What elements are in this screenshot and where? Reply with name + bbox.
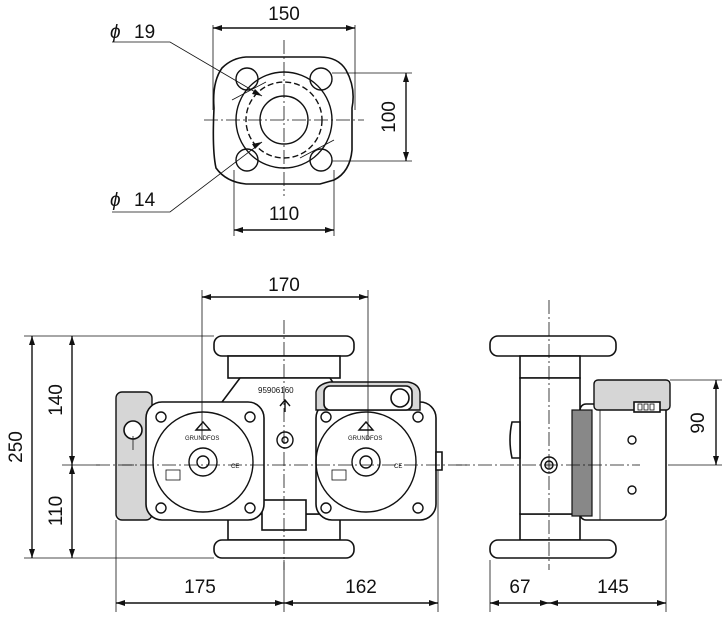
hole-19-label: 19	[134, 22, 155, 43]
dim-145-label: 145	[597, 577, 629, 598]
dim-140-label: 140	[46, 384, 67, 416]
dim-67-label: 67	[509, 577, 530, 598]
dim-175-label: 175	[184, 577, 216, 598]
diameter-symbol-large: ϕ	[110, 22, 121, 43]
dim-162-label: 162	[345, 577, 377, 598]
side-dimensions	[489, 379, 722, 612]
dim-90-label: 90	[688, 412, 709, 433]
pump-side-view	[456, 300, 671, 570]
dim-110-front-label: 110	[46, 496, 67, 526]
hole-14-label: 14	[134, 190, 156, 211]
ce-mark-right: CE	[394, 464, 402, 470]
dim-170-label: 170	[268, 275, 300, 296]
ce-mark-left: CE	[231, 464, 239, 470]
pump-front-view: GRUNDFOS CE GRUNDFOS CE 95906160	[96, 320, 470, 570]
dim-100-label: 100	[379, 101, 400, 133]
dim-250-label: 250	[6, 431, 27, 463]
flange-top-view	[112, 25, 412, 236]
part-number-label: 95906160	[258, 386, 294, 395]
diameter-symbol-small: ϕ	[110, 190, 121, 211]
dim-110-flange-label: 110	[269, 204, 299, 225]
svg-text:GRUNDFOS: GRUNDFOS	[348, 436, 382, 442]
front-dimensions	[24, 290, 439, 612]
dim-150-label: 150	[268, 4, 300, 25]
